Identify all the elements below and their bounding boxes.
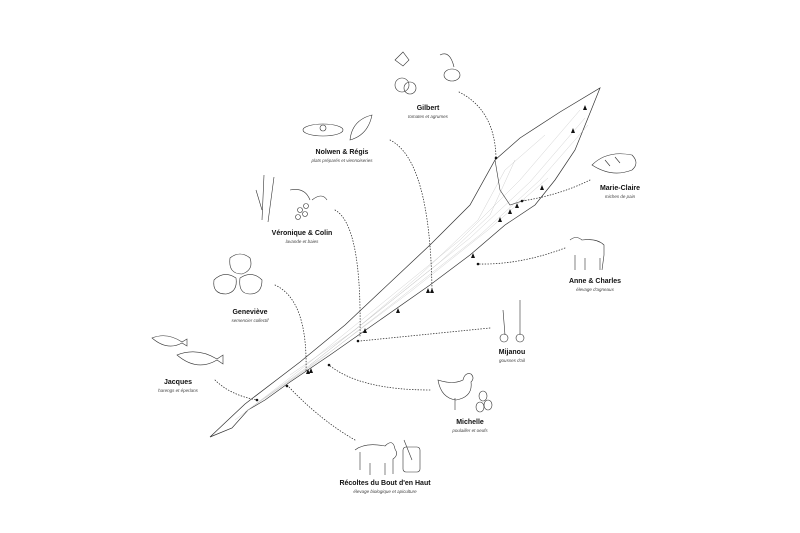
producer-name: Jacques xyxy=(163,379,193,386)
pig-honey-icon xyxy=(354,439,421,475)
producer-name: Marie-Claire xyxy=(599,185,641,192)
producer-desc: harengs et éperlans xyxy=(158,388,198,393)
island-contours xyxy=(234,109,589,421)
seeds-icon xyxy=(213,253,263,295)
producer-desc: gousses d'ail xyxy=(499,358,525,363)
producer-label-genevieve: Geneviève semencier collectif xyxy=(231,308,268,324)
bread-icon xyxy=(591,153,637,174)
island-ridge xyxy=(494,159,526,206)
fish-icon xyxy=(151,335,224,366)
producer-name: Geneviève xyxy=(232,309,268,316)
producer-desc: semencier collectif xyxy=(231,318,269,323)
producer-label-gilbert: Gilbert tomates et agrumes xyxy=(408,104,448,120)
producer-name: Mijanou xyxy=(498,349,526,356)
chicken-eggs-icon xyxy=(437,373,493,413)
lavender-berries-icon xyxy=(255,174,328,223)
producer-label-mijanou: Mijanou gousses d'ail xyxy=(499,348,525,364)
producer-name: Anne & Charles xyxy=(568,278,622,285)
producer-label-jacques: Jacques harengs et éperlans xyxy=(158,378,198,394)
producer-markers xyxy=(255,105,587,402)
producer-desc: tomates et agrumes xyxy=(408,114,448,119)
producer-label-recoltes: Récoltes du Bout d'en Haut élevage biolog… xyxy=(339,479,430,495)
producer-label-marie: Marie-Claire miches de pain xyxy=(600,184,640,200)
producer-desc: élevage d'agneaux xyxy=(576,287,614,292)
producer-label-michelle: Michelle poulailler et oeufs xyxy=(452,418,487,434)
plate-croissant-icon xyxy=(302,114,373,141)
producer-desc: miches de pain xyxy=(604,194,636,199)
producer-name: Récoltes du Bout d'en Haut xyxy=(339,480,431,487)
producer-name: Michelle xyxy=(456,419,484,426)
producer-desc: élevage biologique et apiculture xyxy=(353,489,417,494)
producer-label-veronique: Véronique & Colin lavande et baies xyxy=(272,229,333,245)
producer-desc: lavande et baies xyxy=(285,239,319,244)
leader-lines xyxy=(214,91,591,441)
island-outline xyxy=(209,87,601,438)
garlic-icon xyxy=(499,300,525,343)
producer-label-nolwen: Nolwen & Régis plats préparés et viennois… xyxy=(311,148,372,164)
producer-name: Gilbert xyxy=(416,105,440,112)
producer-desc: plats préparés et viennoiseries xyxy=(311,158,373,163)
tomato-lemon-icon xyxy=(394,51,461,95)
producer-name: Véronique & Colin xyxy=(271,230,333,237)
lamb-icon xyxy=(569,237,605,271)
producer-label-anne: Anne & Charles élevage d'agneaux xyxy=(569,277,621,293)
producer-desc: poulailler et oeufs xyxy=(452,428,488,433)
producer-name: Nolwen & Régis xyxy=(315,149,369,156)
